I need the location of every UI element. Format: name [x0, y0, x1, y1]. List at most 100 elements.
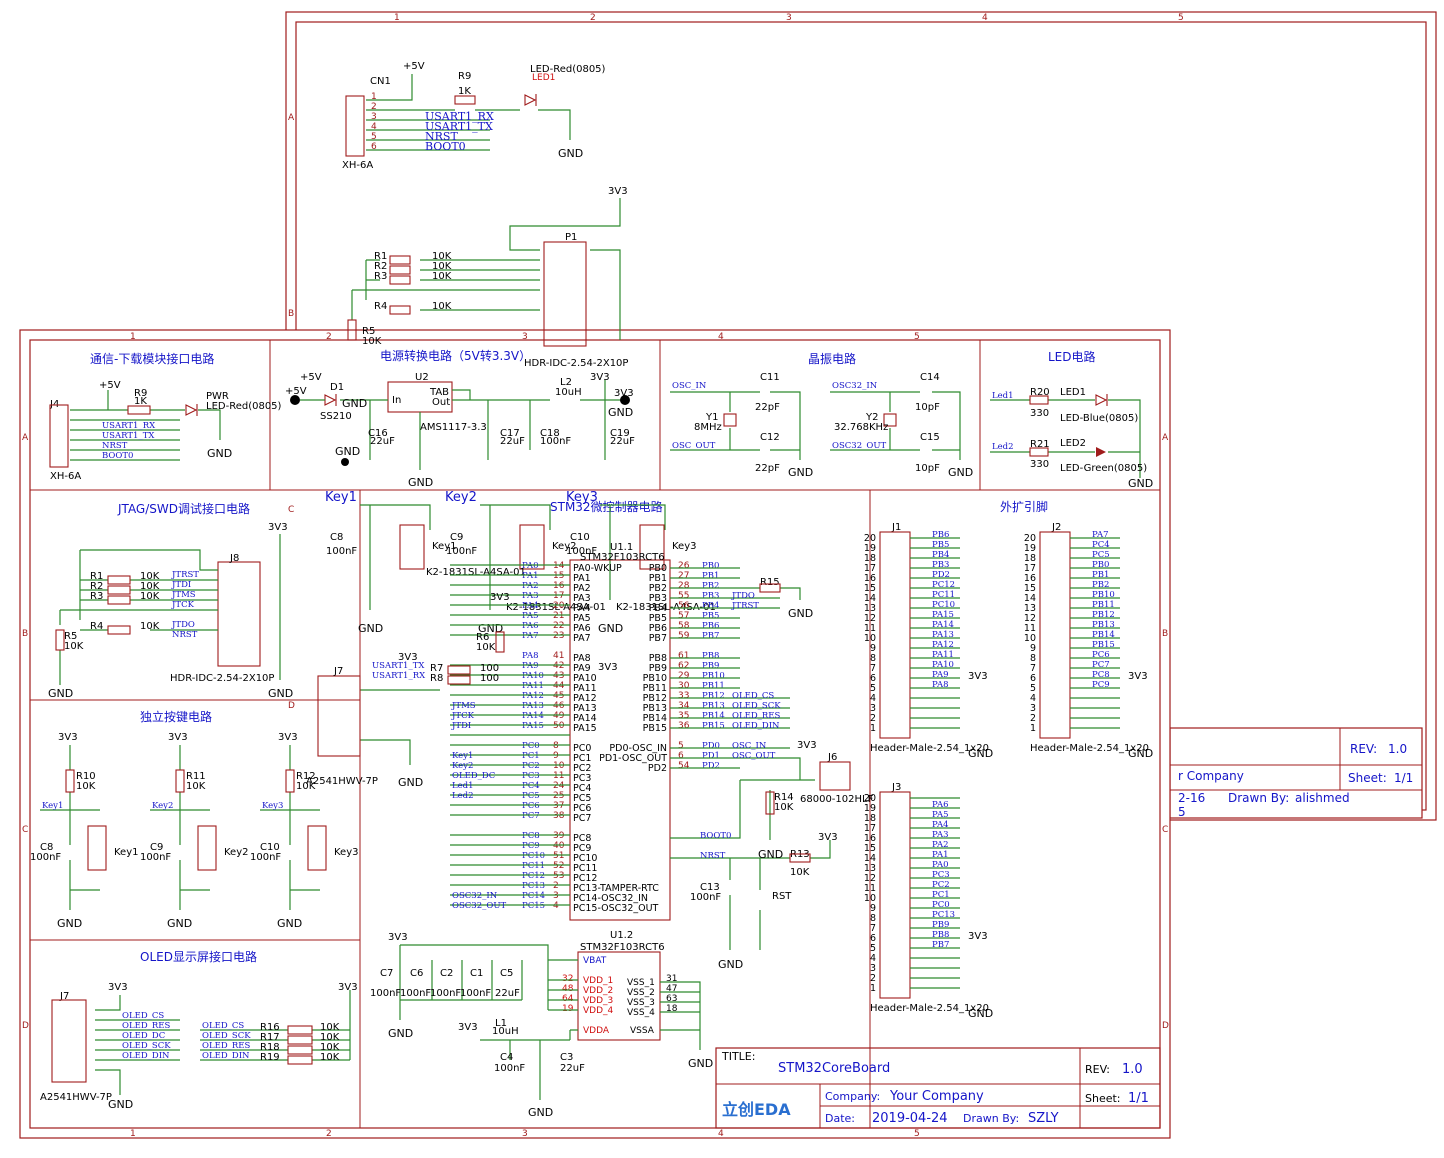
svg-text:10K: 10K [320, 1022, 340, 1033]
svg-text:BOOT0: BOOT0 [700, 831, 731, 841]
mcu-pin-number: 3 [553, 891, 559, 901]
svg-text:BOOT0: BOOT0 [425, 140, 466, 153]
mcu-pin-name: PA5 [573, 613, 591, 624]
j1-pin-number: 17 [864, 563, 876, 574]
svg-text:USART1_RX: USART1_RX [372, 671, 426, 681]
j2-pin-number: 4 [1030, 693, 1036, 704]
svg-text:OLED_SCK: OLED_SCK [122, 1041, 171, 1051]
j3-pin-number: 1 [870, 983, 876, 994]
section-title-crystal: 晶振电路 [808, 351, 856, 366]
mcu-pin-name: PC2 [573, 763, 591, 774]
svg-text:100nF: 100nF [250, 852, 281, 863]
mcu-net-label: PD2 [702, 761, 720, 771]
j2-pin-number: 17 [1024, 563, 1036, 574]
svg-text:JTRST: JTRST [731, 601, 759, 611]
svg-text:GND: GND [598, 622, 623, 635]
svg-text:NRST: NRST [425, 130, 458, 143]
svg-text:C9: C9 [450, 532, 463, 543]
svg-text:C18: C18 [540, 428, 560, 439]
svg-text:3V3: 3V3 [108, 982, 128, 993]
mcu-pin-number: 46 [553, 701, 565, 711]
svg-text:C17: C17 [500, 428, 520, 439]
mcu-pin-name: PA10 [573, 673, 597, 684]
svg-text:1K: 1K [134, 396, 147, 407]
back-row-label: C [288, 505, 294, 515]
mcu-pin-number: 58 [678, 621, 690, 631]
mcu-net-label: PB15 [702, 721, 725, 731]
mcu-pin-number: 33 [678, 691, 689, 701]
mcu-pin-number: 5 [678, 741, 684, 751]
svg-text:R7: R7 [430, 663, 443, 674]
svg-text:SS210: SS210 [320, 411, 352, 422]
vdd-pin-name: VDD_1 [583, 976, 613, 986]
vss-pin-name: VSS_4 [627, 1008, 655, 1018]
svg-text:C15: C15 [920, 432, 940, 443]
svg-text:R10: R10 [76, 771, 96, 782]
title-value: STM32CoreBoard [778, 1061, 890, 1076]
mcu-net-label: PC9 [522, 841, 540, 851]
j2-pin-number: 6 [1030, 673, 1036, 684]
j1-pin-number: 14 [864, 593, 876, 604]
mcu-pin-name: PA7 [573, 633, 591, 644]
mcu-net-label: PC13 [522, 881, 545, 891]
mcu-pin-name: PA12 [573, 693, 597, 704]
mcu-pin-name: PA0-WKUP [573, 563, 622, 574]
j1-net-label: PA10 [932, 660, 954, 670]
j1-pin-number: 3 [870, 703, 876, 714]
svg-text:GND: GND [207, 447, 232, 460]
mcu-net-label: PA3 [522, 591, 539, 601]
vss-pin-name: VSS_2 [627, 988, 655, 998]
svg-text:Y2: Y2 [865, 412, 878, 423]
mcu-pin-name: PB13 [643, 703, 667, 714]
svg-text:3V3: 3V3 [818, 832, 838, 843]
column-label-bottom: 1 [130, 1129, 136, 1139]
crystal-circuit: OSC_IN OSC_OUT Y1 8MHz C11 22pF C12 22pF… [670, 372, 973, 479]
svg-text:OSC_OUT: OSC_OUT [732, 751, 776, 761]
svg-text:100nF: 100nF [446, 546, 477, 557]
svg-text:A2541HWV-7P: A2541HWV-7P [306, 776, 378, 787]
j1-net-label: PA9 [932, 670, 949, 680]
mcu-net-label: PC6 [522, 801, 540, 811]
back-sheet: 1/1 [1394, 771, 1413, 785]
mcu-pin-name: PB7 [649, 633, 667, 644]
mcu-pin-name: PB4 [649, 603, 667, 614]
svg-text:10K: 10K [320, 1052, 340, 1063]
sheet-label: Sheet: [1085, 1092, 1121, 1105]
row-label-right: A [1162, 433, 1169, 443]
svg-text:LED-Red(0805): LED-Red(0805) [530, 64, 606, 75]
svg-text:OLED_CS: OLED_CS [732, 691, 774, 701]
mcu-pin-number: 30 [678, 681, 690, 691]
column-label-top: 4 [718, 332, 724, 342]
row-label-right: B [1162, 629, 1168, 639]
svg-text:3V3: 3V3 [797, 740, 817, 751]
j1-pin-number: 5 [870, 683, 876, 694]
j2-net-label: PB10 [1092, 590, 1115, 600]
j2-net-label: PB0 [1092, 560, 1109, 570]
vdd-pin-name: VDD_4 [583, 1006, 614, 1016]
mcu-pin-name: PA15 [573, 723, 597, 734]
mcu-net-label: PB9 [702, 661, 719, 671]
svg-text:C11: C11 [760, 372, 780, 383]
svg-text:10K: 10K [432, 251, 452, 262]
mcu-pin-name: PB15 [643, 723, 667, 734]
mcu-net-label: PA14 [522, 711, 544, 721]
svg-text:OLED_CS: OLED_CS [122, 1011, 164, 1021]
j1-pin-number: 2 [870, 713, 876, 724]
vdd-pin-name: VDD_3 [583, 996, 613, 1006]
mcu-pin-number: 54 [678, 761, 690, 771]
vss-pin-number: 63 [666, 994, 677, 1004]
mcu-pin-number: 34 [678, 701, 690, 711]
svg-text:10K: 10K [296, 781, 316, 792]
svg-text:GND: GND [268, 687, 293, 700]
led-circuit: Led1 Led2 R20 330 R21 330 LED1 LED-Blue(… [990, 387, 1153, 490]
svg-text:10K: 10K [140, 581, 160, 592]
svg-text:4: 4 [371, 122, 377, 132]
svg-text:OSC32_IN: OSC32_IN [832, 381, 878, 391]
svg-text:J8: J8 [229, 553, 239, 564]
j3-net-label: PB8 [932, 930, 949, 940]
svg-text:OLED_SCK: OLED_SCK [202, 1031, 251, 1041]
section-title-comm: 通信-下载模块接口电路 [90, 351, 214, 366]
